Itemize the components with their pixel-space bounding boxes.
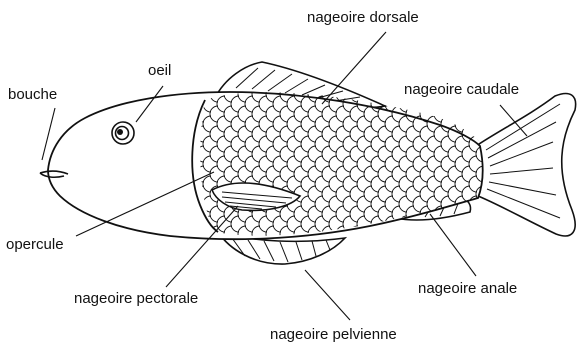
scale — [371, 236, 379, 252]
scale — [455, 116, 463, 132]
scale — [483, 96, 491, 112]
scale — [427, 236, 435, 252]
label-nageoire-caudale: nageoire caudale — [404, 82, 519, 97]
scale — [392, 86, 400, 102]
scale — [455, 216, 463, 232]
label-nageoire-pectorale: nageoire pectorale — [74, 291, 198, 306]
scale — [483, 116, 491, 132]
scale — [448, 106, 456, 122]
label-bouche: bouche — [8, 87, 57, 102]
scale — [476, 106, 484, 122]
scale — [483, 236, 491, 252]
scale — [427, 96, 435, 112]
scale — [406, 226, 414, 242]
scale — [378, 86, 386, 102]
scale — [462, 106, 470, 122]
scale — [392, 226, 400, 242]
leader-pelvienne — [305, 270, 350, 320]
label-nageoire-anale: nageoire anale — [418, 281, 517, 296]
scale — [469, 216, 477, 232]
scale — [364, 226, 372, 242]
scale — [399, 236, 407, 252]
scale — [385, 236, 393, 252]
scale — [434, 106, 442, 122]
scale — [469, 116, 477, 132]
scale — [399, 96, 407, 112]
label-opercule: opercule — [6, 237, 64, 252]
label-nageoire-pelvienne: nageoire pelvienne — [270, 327, 397, 342]
scale — [441, 96, 449, 112]
eye-icon — [112, 122, 134, 144]
scale — [357, 236, 365, 252]
scale — [378, 226, 386, 242]
scale — [462, 226, 470, 242]
scale — [483, 216, 491, 232]
scale — [413, 96, 421, 112]
scale — [413, 236, 421, 252]
leader-anale — [430, 214, 476, 276]
scale — [476, 206, 484, 222]
caudal-fin — [476, 94, 576, 236]
scale — [469, 236, 477, 252]
scale — [469, 96, 477, 112]
label-oeil: oeil — [148, 63, 171, 78]
scale — [455, 96, 463, 112]
label-nageoire-dorsale: nageoire dorsale — [307, 10, 419, 25]
scale — [476, 226, 484, 242]
scale — [476, 126, 484, 142]
scale — [420, 226, 428, 242]
